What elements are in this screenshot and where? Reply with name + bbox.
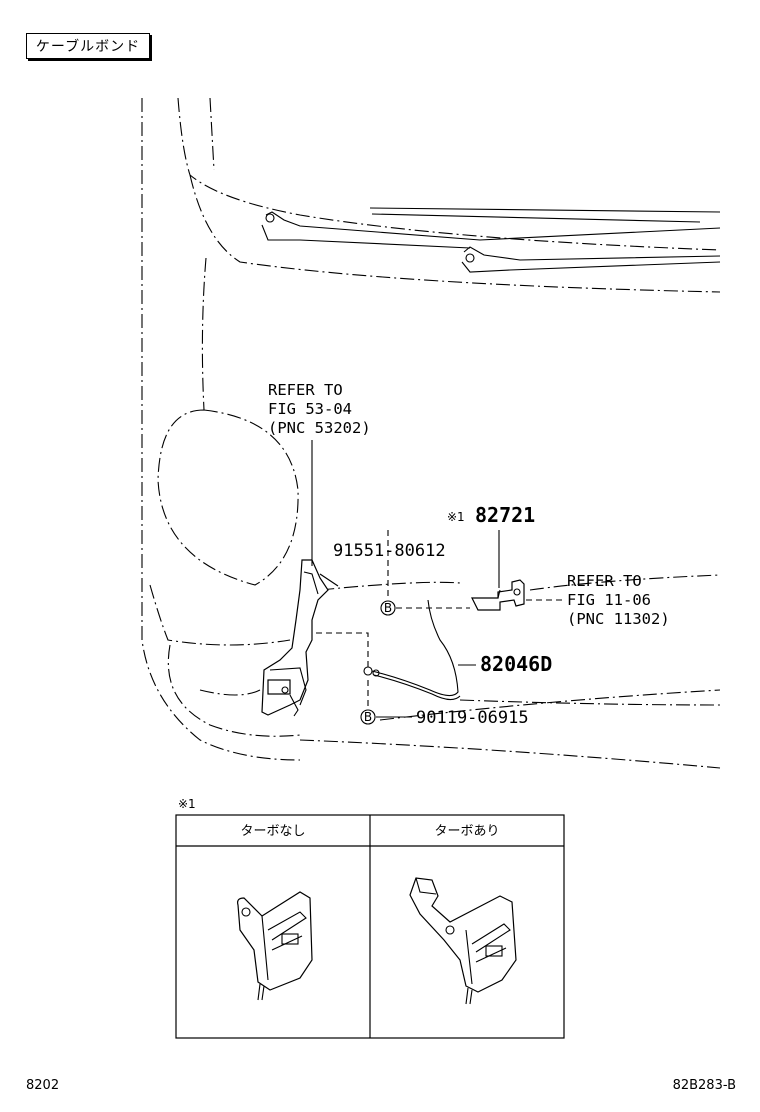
diagram-title-tag: ケーブルボンド <box>26 33 150 59</box>
part-number-82721: 82721 <box>475 503 535 527</box>
svg-text:B: B <box>364 710 372 724</box>
refer1-line1: REFER TO <box>268 381 343 399</box>
refer1-line3: (PNC 53202) <box>268 419 371 437</box>
wiper-assembly <box>261 207 721 273</box>
part-number-91551: 91551-80612 <box>333 541 446 561</box>
bolt-marker-upper: B <box>380 600 396 616</box>
refer2-line1: REFER TO <box>567 572 642 590</box>
variant-header-no-turbo: ターボなし <box>240 824 305 839</box>
part-number-90119: 90119-06915 <box>416 708 529 728</box>
connection-dash-lower <box>316 632 369 670</box>
variant-table: ターボなし ターボあり <box>175 814 565 1039</box>
refer2-line3: (PNC 11302) <box>567 610 670 628</box>
hood-lock-bracket <box>261 559 339 717</box>
footer-illustration-code: 82B283-B <box>673 1078 736 1093</box>
refer2-line2: FIG 11-06 <box>567 591 651 609</box>
bracket-variant-turbo <box>409 877 517 1005</box>
vehicle-body-outline <box>141 97 721 769</box>
svg-text:B: B <box>384 601 392 615</box>
note-mark-82721: ※1 <box>447 510 465 524</box>
part-number-82046d: 82046D <box>480 652 552 676</box>
bracket-82721 <box>471 579 525 611</box>
bracket-variant-no-turbo <box>237 891 313 1001</box>
variant-table-note-mark: ※1 <box>178 797 196 811</box>
refer1-line2: FIG 53-04 <box>268 400 352 418</box>
cable-bond-82046d <box>363 599 461 701</box>
footer-page-code: 8202 <box>26 1078 59 1093</box>
bolt-marker-lower: B <box>360 709 376 725</box>
variant-header-turbo: ターボあり <box>434 824 499 839</box>
